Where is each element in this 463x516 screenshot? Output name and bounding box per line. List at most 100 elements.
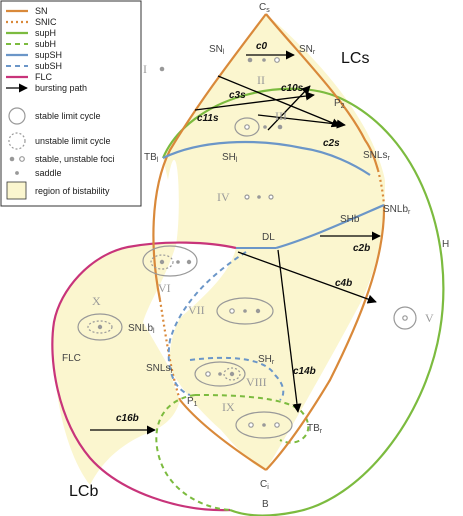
legend-swatch-saddle <box>15 171 19 175</box>
curve-label-h: H <box>442 239 449 250</box>
focus-region-viii-a <box>205 371 211 377</box>
path-c4b-arrow <box>237 251 377 304</box>
focus-region-iii-stable <box>277 124 283 130</box>
sn-curve-left-lower <box>179 399 267 471</box>
path-label-c14b: c14b <box>293 366 316 377</box>
point-label-shb: SHb <box>340 214 360 225</box>
path-c2s-arrow <box>257 114 346 129</box>
saddle-region-vi <box>176 260 180 264</box>
legend-box <box>0 0 142 207</box>
focus-region-vii-b <box>255 308 261 314</box>
point-label-p1: P1 <box>187 396 198 408</box>
region-label-lcb: LCb <box>69 483 98 500</box>
focus-region-iii-unstable <box>244 124 250 130</box>
point-label-cs: Cs <box>259 2 270 14</box>
path-label-c3s: c3s <box>229 90 246 101</box>
point-label-snlb-r: SNLbr <box>383 204 411 216</box>
legend-swatch-stable-cycle <box>8 107 26 125</box>
focus-region-vi-stable <box>159 259 165 265</box>
focus-region-viii-b <box>229 371 235 377</box>
point-label-snlb-l: SNLbl <box>128 323 155 335</box>
bistable-regions <box>53 14 385 486</box>
saddle-region-viii <box>218 372 222 376</box>
path-label-c4b: c4b <box>335 278 352 289</box>
path-c14b-arrow <box>277 249 302 413</box>
legend-label-bistable: region of bistability <box>35 186 110 196</box>
cycle-region-ix-stable <box>235 411 293 439</box>
path-c3s-arrow <box>217 75 341 128</box>
path-label-c11s: c11s <box>197 113 219 124</box>
point-label-p2: P2 <box>334 98 345 110</box>
point-label-sn-r: SNr <box>299 44 316 56</box>
legend-label-subsh: subSH <box>35 61 62 71</box>
point-label-tb-l: TBl <box>144 152 159 164</box>
point-label-sn-l: SNl <box>209 44 225 56</box>
path-c10s-arrow <box>267 85 311 131</box>
legend-label-supsh: supSH <box>35 50 62 60</box>
region-label-iii: III <box>275 109 287 123</box>
subsh-curve-left <box>167 251 247 396</box>
saddle-region-ix <box>262 423 266 427</box>
path-label-c2s: c2s <box>323 138 340 149</box>
cycle-region-vii-stable <box>216 297 274 325</box>
subsh-curve-lower <box>189 356 285 401</box>
bursting-paths <box>90 50 381 435</box>
legend-swatch-unstable-cycle <box>8 132 26 150</box>
focus-region-ii-unstable <box>274 57 280 63</box>
point-labels: Cs Ci SNl SNr P2 P1 TBl TBr SHl SHr SNLs… <box>128 2 411 510</box>
saddle-region-ii <box>262 58 266 62</box>
focus-region-ix-a <box>248 422 254 428</box>
legend-swatch-unstable-focus <box>19 156 25 162</box>
point-label-snls-r: SNLsr <box>363 150 390 162</box>
point-label-tb-r: TBr <box>307 423 323 435</box>
point-label-snls-l: SNLsl <box>146 363 172 375</box>
legend-swatch-bistable <box>6 181 27 200</box>
path-c11s-arrow <box>194 91 315 111</box>
legend-label-foci: stable, unstable foci <box>35 154 115 164</box>
supsh-curve-upper <box>162 140 371 176</box>
point-label-dl: DL <box>262 232 275 243</box>
legend-label-bursting-path: bursting path <box>35 83 87 93</box>
point-label-ci: Ci <box>260 479 269 491</box>
legend-label-stable-cycle: stable limit cycle <box>35 111 101 121</box>
cycle-region-vi-stable <box>142 245 198 277</box>
focus-region-ix-b <box>274 422 280 428</box>
path-label-c16b: c16b <box>116 413 139 424</box>
legend-label-unstable-cycle: unstable limit cycle <box>35 136 111 146</box>
sn-curve-left <box>152 13 267 301</box>
path-label-c2b: c2b <box>353 243 370 254</box>
region-label-viii: VIII <box>246 375 267 389</box>
saddle-region-iii <box>263 125 267 129</box>
h-curve <box>161 87 445 516</box>
region-label-lcs: LCs <box>341 50 369 67</box>
saddle-region-iv <box>257 195 261 199</box>
point-label-b: B <box>262 499 269 510</box>
legend-label-saddle: saddle <box>35 168 62 178</box>
cycle-region-v-stable <box>393 306 417 330</box>
legend-label-snic: SNIC <box>35 17 57 27</box>
point-label-sh-r: SHr <box>258 354 275 366</box>
sn-curve-right <box>265 13 380 171</box>
focus-region-vi-b <box>186 259 192 265</box>
cycle-region-viii-stable <box>194 361 246 387</box>
bistable-region-upper <box>163 14 385 180</box>
cycle-region-x-stable <box>77 313 123 341</box>
legend-label-sn: SN <box>35 6 48 16</box>
legend-label-subh: subH <box>35 39 56 49</box>
path-label-c0: c0 <box>256 41 268 52</box>
path-label-c10s: c10s <box>281 83 304 94</box>
point-label-sh-l: SHl <box>222 152 238 164</box>
cycle-region-vi-unstable <box>150 254 174 270</box>
focus-region-ii-stable <box>247 57 253 63</box>
region-label-vii: VII <box>188 303 205 317</box>
bistable-region-lower <box>53 142 385 486</box>
legend-label-suph: supH <box>35 28 56 38</box>
cycle-region-x-unstable <box>87 320 113 334</box>
focus-region-v-unstable <box>402 315 408 321</box>
bursting-path-labels: c0 c3s c10s c11s c2s c2b c4b c14b c16b <box>116 41 370 424</box>
flc-curve <box>51 241 237 512</box>
focus-region-x <box>97 324 103 330</box>
cycle-region-viii-unstable <box>223 367 241 381</box>
legend: SN SNIC supH subH supSH subSH FLC bursti… <box>0 0 142 207</box>
